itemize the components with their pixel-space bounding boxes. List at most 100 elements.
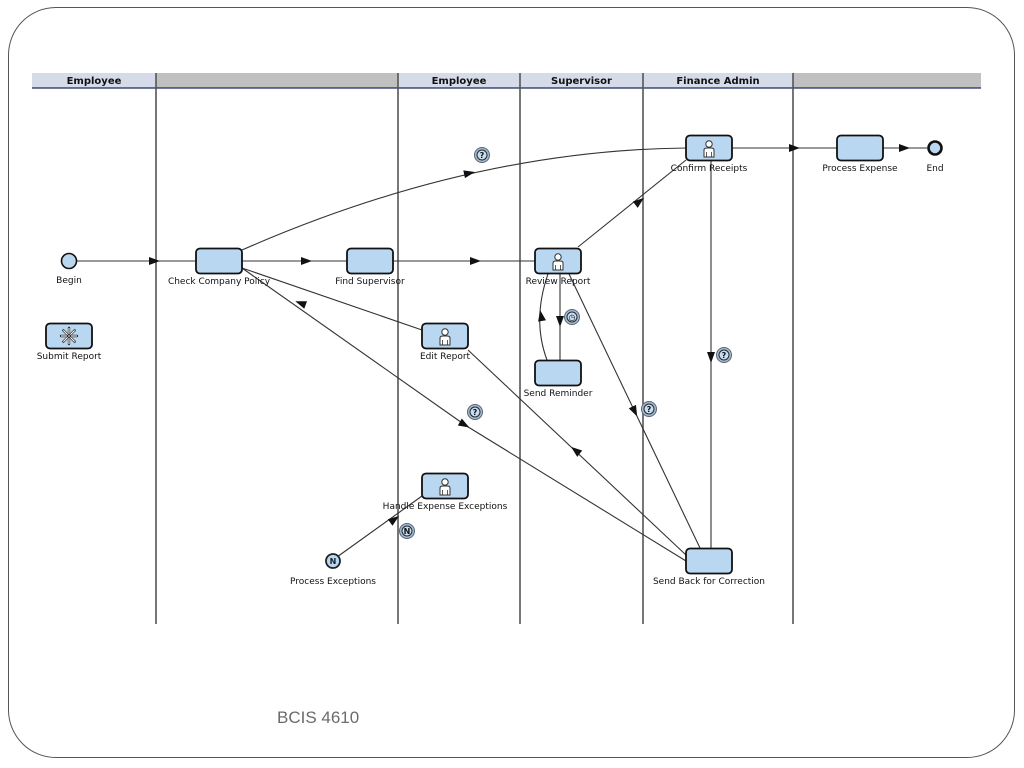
start-event-icon xyxy=(60,252,78,270)
flow-find-to-review[interactable] xyxy=(393,257,535,265)
node-label: Begin xyxy=(56,276,82,286)
arrowhead-icon xyxy=(632,197,644,208)
flow-review-to-sendback[interactable] xyxy=(568,273,701,549)
flow-line xyxy=(241,267,687,562)
flow-review-to-confirm[interactable] xyxy=(577,159,687,248)
svg-text:?: ? xyxy=(480,151,485,160)
lane-header-bg xyxy=(520,73,643,88)
lane-label: Employee xyxy=(432,76,487,87)
node-label: Review Report xyxy=(526,277,591,287)
arrowhead-icon xyxy=(556,316,564,327)
node-send-back-for-correction[interactable]: Send Back for Correction xyxy=(653,547,765,588)
task-box xyxy=(195,247,243,275)
arrowhead-icon xyxy=(899,144,910,152)
flow-check-to-confirm[interactable] xyxy=(241,147,687,251)
question-icon: ? xyxy=(467,404,483,420)
lane-header-supervisor: Supervisor xyxy=(520,73,643,88)
user-icon xyxy=(703,140,715,158)
flow-begin-to-check[interactable] xyxy=(77,257,196,265)
arrowhead-icon xyxy=(789,144,800,152)
node-label: Confirm Receipts xyxy=(671,164,748,174)
trigger-icon xyxy=(59,326,79,346)
arrowhead-icon xyxy=(538,310,546,322)
task-box xyxy=(534,359,582,387)
node-send-reminder[interactable]: Send Reminder xyxy=(524,359,593,400)
node-review-report[interactable]: Review Report xyxy=(526,247,591,288)
svg-text:◷: ◷ xyxy=(569,313,576,322)
lane-headers: Employee Employee Supervisor Finance Admin xyxy=(32,73,981,89)
flow-line xyxy=(241,147,687,251)
task-box xyxy=(45,322,93,350)
flow-check-to-find[interactable] xyxy=(242,257,347,265)
flow-process-to-end[interactable] xyxy=(883,144,927,152)
node-label: Handle Expense Exceptions xyxy=(383,502,508,512)
node-end[interactable]: End xyxy=(926,140,944,175)
node-label: Process Expense xyxy=(822,164,898,174)
exception-icon: N xyxy=(399,523,415,539)
task-box xyxy=(346,247,394,275)
arrowhead-icon xyxy=(463,170,475,179)
task-box xyxy=(836,134,884,162)
flow-remind-to-review[interactable] xyxy=(536,273,549,361)
node-label: Send Back for Correction xyxy=(653,577,765,587)
question-icon: ? xyxy=(474,147,490,163)
arrowhead-icon xyxy=(571,446,583,457)
lane-header-blank-1 xyxy=(156,73,398,88)
lane-header-bg xyxy=(793,73,981,88)
node-find-supervisor[interactable]: Find Supervisor xyxy=(335,247,405,288)
flow-edit-to-check[interactable] xyxy=(241,267,423,331)
node-label: Check Company Policy xyxy=(168,277,271,287)
task-box xyxy=(685,547,733,575)
arrowhead-icon xyxy=(457,418,470,428)
flow-check-to-sendback[interactable] xyxy=(241,267,687,562)
lane-header-bg xyxy=(643,73,793,88)
svg-text:?: ? xyxy=(473,408,478,417)
arrowhead-icon xyxy=(295,301,308,309)
node-begin[interactable]: Begin xyxy=(56,252,82,287)
flow-line xyxy=(336,495,423,558)
lane-header-employee: Employee xyxy=(398,73,520,88)
arrowhead-icon xyxy=(387,516,400,526)
svg-text:?: ? xyxy=(647,405,652,414)
node-handle-expense-exceptions[interactable]: Handle Expense Exceptions xyxy=(383,472,508,513)
user-icon xyxy=(552,253,564,271)
lane-label: Finance Admin xyxy=(676,76,759,87)
arrowhead-icon xyxy=(149,257,160,265)
flow-confirm-to-process[interactable] xyxy=(732,144,837,152)
arrowhead-icon xyxy=(628,404,638,417)
user-icon xyxy=(439,328,451,346)
arrowhead-icon xyxy=(707,352,715,363)
question-icon: ? xyxy=(716,347,732,363)
arrowhead-icon xyxy=(301,257,312,265)
node-label: End xyxy=(926,164,943,174)
flow-procexc-to-handle[interactable] xyxy=(336,495,423,558)
flow-review-to-remind[interactable] xyxy=(556,274,564,360)
node-confirm-receipts[interactable]: Confirm Receipts xyxy=(671,134,748,175)
flow-confirm-to-sendback[interactable] xyxy=(707,161,715,548)
clock-icon: ◷ xyxy=(564,309,580,325)
lane-header-bg xyxy=(398,73,520,88)
lane-label: Supervisor xyxy=(551,76,612,87)
node-label: Submit Report xyxy=(37,352,102,362)
node-process-expense[interactable]: Process Expense xyxy=(822,134,898,175)
flow-line xyxy=(577,159,687,248)
lane-header-blank-5 xyxy=(793,73,981,88)
user-icon xyxy=(439,478,451,496)
svg-text:N: N xyxy=(404,527,411,536)
node-submit-report[interactable]: Submit Report xyxy=(37,322,102,363)
node-label: Find Supervisor xyxy=(335,277,405,287)
lane-header-finance-admin: Finance Admin xyxy=(643,73,793,88)
lightning-glyph: N xyxy=(330,557,337,566)
lane-header-employee: Employee xyxy=(32,73,156,88)
flow-sendback-to-edit[interactable] xyxy=(467,349,687,556)
sequence-flows xyxy=(77,144,927,562)
arrowhead-icon xyxy=(470,257,481,265)
footer-course-code: BCIS 4610 xyxy=(277,708,360,727)
node-check-company-policy[interactable]: Check Company Policy xyxy=(168,247,271,288)
condition-badges: ?? ◷?? N xyxy=(399,147,732,539)
lane-header-bg xyxy=(156,73,398,88)
node-label: Edit Report xyxy=(420,352,471,362)
node-edit-report[interactable]: Edit Report xyxy=(420,322,471,363)
